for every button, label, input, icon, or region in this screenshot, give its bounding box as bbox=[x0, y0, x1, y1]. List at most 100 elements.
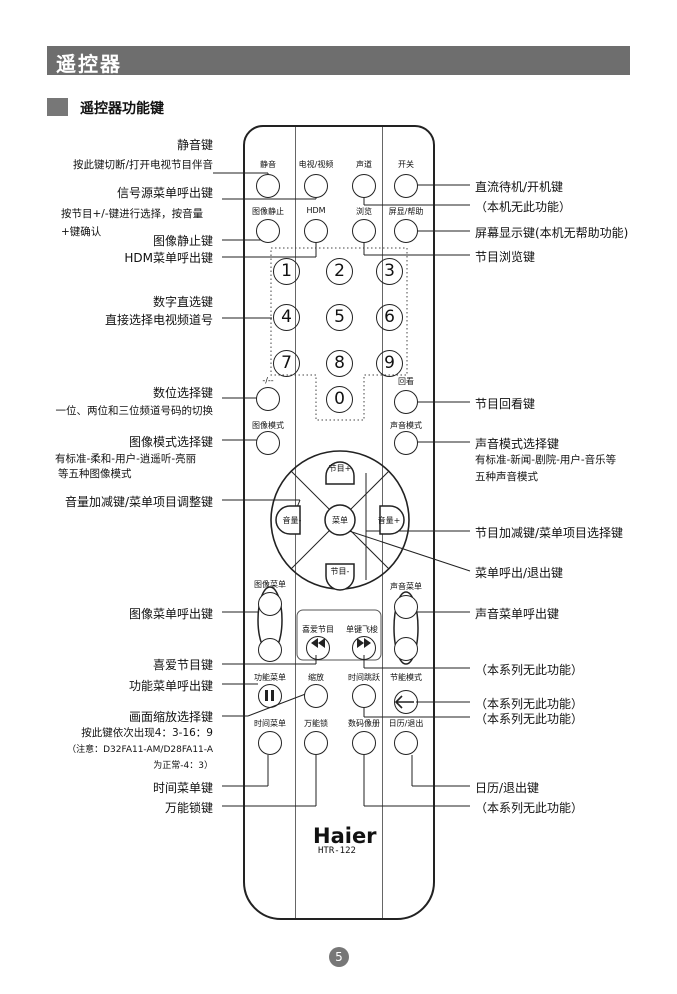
picture-mode-label: 图像模式 bbox=[252, 421, 284, 430]
recall-button[interactable] bbox=[394, 390, 418, 414]
mute-button[interactable] bbox=[256, 174, 280, 198]
chapter-title: 遥控器 bbox=[56, 52, 122, 76]
zoom-label: 缩放 bbox=[308, 673, 324, 682]
sound-menu-label: 声音菜单 bbox=[390, 582, 422, 591]
menu-key-title: 菜单呼出/退出键 bbox=[475, 566, 564, 580]
time-menu-button[interactable] bbox=[258, 731, 282, 755]
digit-select-button[interactable] bbox=[256, 387, 280, 411]
source-key-desc-1: 按节目+/-键进行选择，按音量 bbox=[61, 208, 204, 220]
zoom-key-desc-3: 为正常-4：3） bbox=[153, 761, 213, 771]
fav-label: 喜爱节目 bbox=[302, 625, 334, 634]
picture-menu-up-button[interactable] bbox=[258, 592, 282, 616]
vol-down-button[interactable]: 音量- bbox=[282, 516, 302, 525]
not-available-note-1: （本系列无此功能） bbox=[475, 663, 584, 677]
model-number: HTR-122 bbox=[318, 846, 356, 856]
freeze-button[interactable] bbox=[256, 219, 280, 243]
sound-mode-desc-2: 五种声音模式 bbox=[475, 471, 538, 483]
number-key-8[interactable]: 8 bbox=[326, 350, 353, 377]
digit-select-title: 数位选择键 bbox=[152, 386, 213, 400]
menu-button[interactable]: 菜单 bbox=[332, 516, 348, 525]
number-key-3[interactable]: 3 bbox=[376, 258, 403, 285]
sound-mode-button[interactable] bbox=[394, 431, 418, 455]
lock-key-title: 万能锁键 bbox=[164, 801, 213, 815]
eco-button[interactable] bbox=[394, 690, 418, 714]
vol-up-button[interactable]: 音量+ bbox=[377, 516, 401, 525]
browse-label: 浏览 bbox=[356, 207, 372, 216]
digit-key-title: 数字直选键 bbox=[152, 295, 213, 309]
time-menu-title: 时间菜单键 bbox=[152, 781, 213, 795]
recall-label: 回看 bbox=[398, 377, 414, 386]
power-key-note: （本机无此功能） bbox=[475, 200, 572, 214]
digit-label: -/-- bbox=[262, 376, 274, 385]
hdm-label: HDM bbox=[306, 206, 326, 215]
fav-button[interactable] bbox=[306, 636, 330, 660]
number-key-5[interactable]: 5 bbox=[326, 304, 353, 331]
single-fly-label: 单键飞梭 bbox=[346, 625, 378, 634]
mute-label: 静音 bbox=[260, 160, 276, 169]
number-key-6[interactable]: 6 bbox=[376, 304, 403, 331]
photo-label: 数码像册 bbox=[348, 719, 380, 728]
time-menu-label: 时间菜单 bbox=[254, 719, 286, 728]
func-menu-button[interactable] bbox=[258, 684, 282, 708]
display-help-label: 屏显/帮助 bbox=[388, 207, 424, 216]
display-help-button[interactable] bbox=[394, 219, 418, 243]
tv-av-label: 电视/视频 bbox=[298, 160, 334, 169]
sound-menu-left-button[interactable] bbox=[394, 595, 418, 619]
power-button[interactable] bbox=[394, 174, 418, 198]
tv-av-button[interactable] bbox=[304, 174, 328, 198]
calendar-key-title: 日历/退出键 bbox=[475, 781, 540, 795]
picture-mode-button[interactable] bbox=[256, 431, 280, 455]
photo-button[interactable] bbox=[352, 731, 376, 755]
sound-mode-label: 声音模式 bbox=[390, 421, 422, 430]
sound-menu-right-button[interactable] bbox=[394, 637, 418, 661]
chapter-header: 遥控器 bbox=[47, 46, 630, 76]
number-key-1[interactable]: 1 bbox=[273, 258, 300, 285]
number-key-7[interactable]: 7 bbox=[273, 350, 300, 377]
number-key-2[interactable]: 2 bbox=[326, 258, 353, 285]
source-key-desc-2: +键确认 bbox=[61, 226, 102, 238]
fav-key-title: 喜爱节目键 bbox=[152, 658, 213, 672]
section-title: 遥控器功能键 bbox=[80, 101, 164, 117]
recall-key-title: 节目回看键 bbox=[475, 397, 536, 411]
display-key-title: 屏幕显示键(本机无帮助功能) bbox=[475, 226, 629, 240]
page-number: 5 bbox=[329, 947, 349, 967]
power-label: 开关 bbox=[398, 160, 414, 169]
prog-up-button[interactable]: 节目+ bbox=[328, 464, 352, 473]
zoom-button[interactable] bbox=[304, 684, 328, 708]
sound-menu-title: 声音菜单呼出键 bbox=[475, 607, 560, 621]
power-key-title: 直流待机/开机键 bbox=[475, 180, 564, 194]
volume-key-title: 音量加减键/菜单项目调整键 bbox=[64, 495, 213, 509]
func-menu-title: 功能菜单呼出键 bbox=[128, 679, 213, 693]
channel-sound-button[interactable] bbox=[352, 174, 376, 198]
picture-mode-desc-1: 有标准-柔和-用户-逍遥听-亮丽 bbox=[55, 453, 197, 465]
single-fly-button[interactable] bbox=[352, 636, 376, 660]
hdm-button[interactable] bbox=[304, 219, 328, 243]
source-key-title: 信号源菜单呼出键 bbox=[116, 186, 213, 200]
time-skip-label: 时间跳跃 bbox=[348, 673, 380, 682]
prog-key-title: 节目加减键/菜单项目选择键 bbox=[475, 526, 624, 540]
sound-mode-desc-1: 有标准-新闻-剧院-用户-音乐等 bbox=[475, 454, 617, 466]
hdm-key-title: HDM菜单呼出键 bbox=[124, 251, 213, 265]
mute-key-desc: 按此键切断/打开电视节目伴音 bbox=[72, 159, 213, 171]
func-menu-label: 功能菜单 bbox=[254, 673, 286, 682]
browse-key-title: 节目浏览键 bbox=[475, 250, 536, 264]
picture-menu-label: 图像菜单 bbox=[254, 580, 286, 589]
picture-mode-title: 图像模式选择键 bbox=[128, 435, 213, 449]
zoom-key-desc-1: 按此键依次出现4：3-16：9 bbox=[81, 727, 213, 739]
time-skip-button[interactable] bbox=[352, 684, 376, 708]
lock-button[interactable] bbox=[304, 731, 328, 755]
eco-label: 节能模式 bbox=[390, 673, 422, 682]
calendar-label: 日历/退出 bbox=[388, 719, 424, 728]
browse-button[interactable] bbox=[352, 219, 376, 243]
digit-key-desc: 直接选择电视频道号 bbox=[104, 313, 213, 327]
calendar-button[interactable] bbox=[394, 731, 418, 755]
prog-down-button[interactable]: 节目- bbox=[330, 567, 350, 576]
zoom-key-desc-2: （注意：D32FA11-AM/D28FA11-A bbox=[67, 745, 213, 755]
picture-menu-down-button[interactable] bbox=[258, 638, 282, 662]
not-available-note-4: （本系列无此功能） bbox=[475, 801, 584, 815]
number-key-4[interactable]: 4 bbox=[273, 304, 300, 331]
number-key-0[interactable]: 0 bbox=[326, 386, 353, 413]
not-available-note-2: （本系列无此功能） bbox=[475, 697, 584, 711]
brand-logo: Haier bbox=[313, 824, 377, 848]
number-key-9[interactable]: 9 bbox=[376, 350, 403, 377]
